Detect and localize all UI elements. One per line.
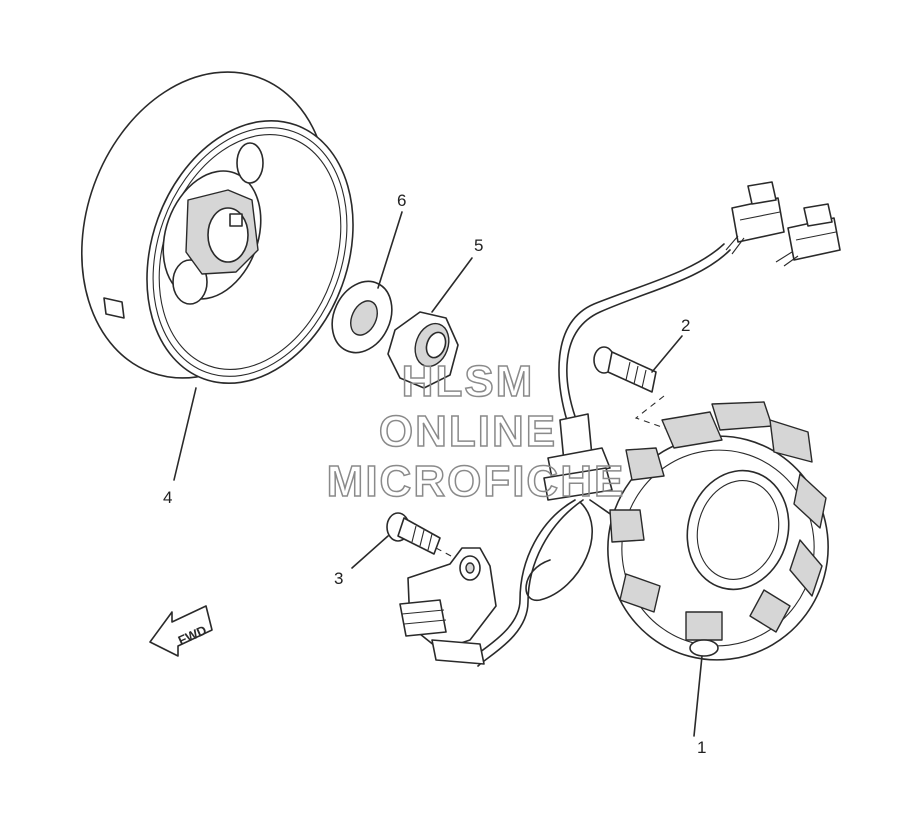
- dashed-alignment-2: [634, 395, 677, 433]
- leader-line-2: [651, 335, 683, 373]
- wire-harness: [469, 243, 731, 667]
- leader-line-4: [173, 387, 197, 481]
- coupler-connector-b: [787, 203, 841, 261]
- leader-line-1: [693, 655, 703, 737]
- watermark-line-2: ONLINE: [379, 407, 557, 456]
- coupler-connector-a: [731, 181, 785, 243]
- bolt-2: [593, 346, 657, 393]
- callout-6: 6: [397, 191, 406, 210]
- leader-line-3: [351, 535, 389, 569]
- callout-4: 4: [163, 488, 172, 507]
- watermark-line-3: MICROFICHE: [327, 457, 626, 506]
- watermark-line-1: HLSM: [402, 357, 535, 406]
- callout-2: 2: [681, 316, 690, 335]
- watermark: HLSM ONLINE MICROFICHE: [326, 356, 626, 507]
- stator-1: [607, 401, 829, 661]
- bolt-3: [386, 512, 441, 555]
- nut-5: [387, 311, 459, 389]
- flywheel-rotor: [80, 71, 354, 385]
- fwd-direction-arrow: FWD: [149, 605, 213, 657]
- washer-6: [331, 280, 393, 354]
- callout-3: 3: [334, 569, 343, 588]
- leader-line-6: [377, 211, 403, 289]
- leader-line-5: [431, 257, 473, 313]
- pickup-coil: [399, 547, 497, 665]
- callout-1: 1: [697, 738, 706, 757]
- callout-5: 5: [474, 236, 483, 255]
